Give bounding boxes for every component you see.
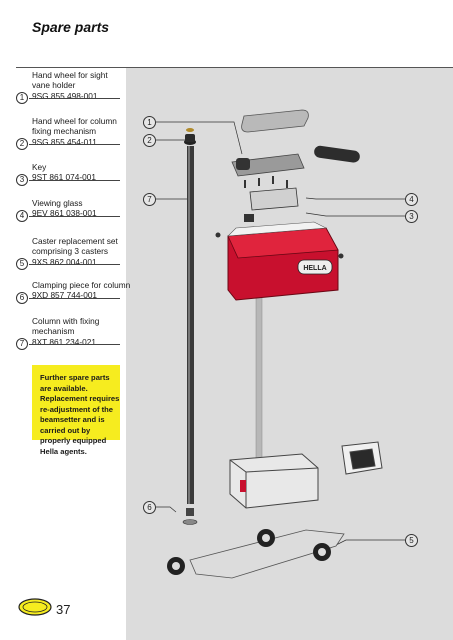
callout-leaders: [156, 121, 405, 551]
part-5-line-3: 9XS 862 004-001: [32, 256, 97, 267]
callout-6: 6: [143, 501, 156, 514]
callout-1: 1: [143, 116, 156, 129]
part-6-rule: [29, 298, 120, 299]
page-title: Spare parts: [32, 19, 110, 35]
part-3-line-1: Key: [32, 162, 47, 172]
part-6-number: 6: [16, 292, 28, 304]
part-2-line-1: Hand wheel for column: [32, 116, 117, 126]
part-5-line-2: comprising 3 casters: [32, 246, 109, 257]
part-5-line-1: Caster replacement set: [32, 236, 118, 246]
caster-base: [167, 529, 345, 579]
part-3-line-2: 9ST 861 074-001: [32, 172, 96, 183]
part-7-number: 7: [16, 338, 28, 350]
part-1-line-1: Hand wheel for sight: [32, 70, 108, 80]
part-4-rule: [29, 216, 120, 217]
hella-logo: [18, 598, 52, 616]
part-1-line-3: 9SG 855 498-001: [32, 90, 98, 101]
part-2-line-3: 9SG 855 454-011: [32, 136, 97, 147]
part-4-line-1: Viewing glass: [32, 198, 83, 208]
housing-post: [255, 292, 263, 459]
callout-7: 7: [143, 193, 156, 206]
key: [244, 214, 254, 222]
part-1-number: 1: [16, 92, 28, 104]
part-6-line-2: 9XD 857 744-001: [32, 290, 98, 301]
header-divider: [16, 67, 453, 68]
sight-vane-holder: [231, 109, 360, 177]
callout-2: 2: [143, 134, 156, 147]
lamp-housing: HELLA: [227, 221, 339, 301]
part-7-line-3: 8XT 861 234-021: [32, 336, 96, 347]
part-3-rule: [29, 180, 120, 181]
part-1-rule: [29, 98, 120, 99]
part-2-line-2: fixing mechanism: [32, 126, 97, 137]
callout-5: 5: [405, 534, 418, 547]
callout-3: 3: [405, 210, 418, 223]
callout-4: 4: [405, 193, 418, 206]
viewing-glass: [249, 187, 299, 211]
service-note: Further spare parts are available. Repla…: [32, 365, 120, 456]
part-7-rule: [29, 344, 120, 345]
column: [182, 128, 198, 525]
part-4-number: 4: [16, 210, 28, 222]
part-2-number: 2: [16, 138, 28, 150]
base-frame: [229, 441, 383, 509]
part-6-line-1: Clamping piece for column: [32, 280, 131, 290]
part-5-rule: [29, 264, 120, 265]
part-3-number: 3: [16, 174, 28, 186]
part-4-line-2: 9EV 861 038-001: [32, 208, 97, 219]
part-5-number: 5: [16, 258, 28, 270]
part-7-line-2: mechanism: [32, 326, 75, 337]
svg-text:HELLA: HELLA: [303, 265, 326, 272]
part-7-line-1: Column with fixing: [32, 316, 100, 326]
part-2-rule: [29, 144, 120, 145]
part-1-line-2: vane holder: [32, 80, 76, 91]
exploded-view-illustration: HELLA: [156, 109, 405, 579]
page-number: 37: [56, 602, 71, 617]
screws: [215, 176, 344, 259]
